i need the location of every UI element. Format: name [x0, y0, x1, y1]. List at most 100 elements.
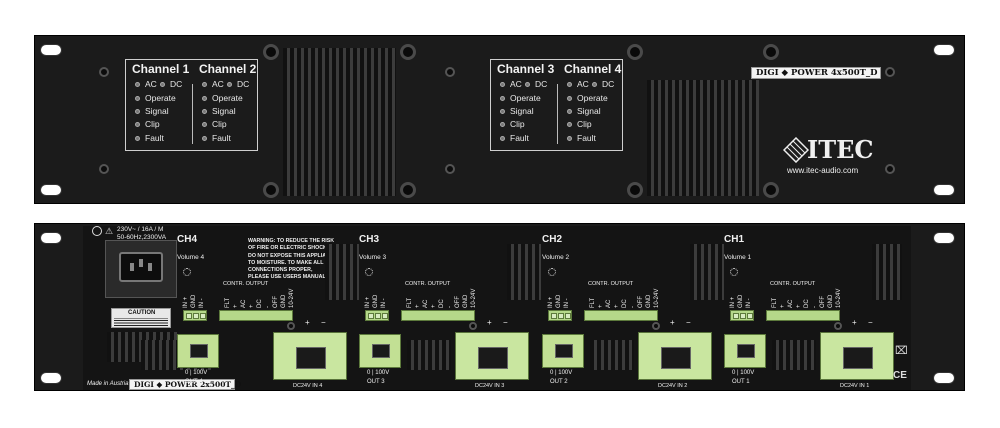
ventilation-grille: [872, 244, 902, 300]
led-icon: [500, 95, 505, 101]
led-indicator-operate: Operate: [202, 93, 243, 103]
channel-title: Channel 3: [497, 62, 555, 76]
control-output-terminal-block[interactable]: [401, 310, 475, 321]
contr-output-label: CONTR. OUTPUT: [405, 281, 451, 287]
ventilation-grille: [507, 244, 541, 300]
led-indicator-signal: Signal: [567, 106, 601, 116]
volume-knob[interactable]: [730, 268, 738, 276]
led-icon: [567, 81, 572, 87]
volume-label: Volume 2: [542, 254, 570, 261]
channel-title: Channel 1: [132, 62, 190, 76]
control-output-terminal-block[interactable]: [219, 310, 293, 321]
terminal-label: DC: [257, 299, 263, 308]
terminal-label: +: [233, 304, 239, 308]
dc-input-terminal[interactable]: [273, 332, 347, 380]
rear-model-nameplate: DIGI ◆ POWER 2x500T_D: [129, 379, 241, 390]
led-indicator-clip: Clip: [202, 119, 227, 129]
front-panel: Channel 1 Channel 2 AC DC Operate Signal…: [34, 35, 965, 204]
led-indicator-signal: Signal: [500, 106, 534, 116]
led-icon: [135, 135, 140, 141]
channel-divider: [192, 84, 193, 144]
rack-mount-slot: [40, 184, 62, 196]
caution-label: CAUTION: [111, 308, 171, 328]
input-terminal-block[interactable]: [183, 310, 207, 321]
led-indicator-signal: Signal: [202, 106, 236, 116]
led-icon: [202, 108, 207, 114]
led-indicator-signal: Signal: [135, 106, 169, 116]
screw-icon: [263, 44, 279, 60]
rack-mount-slot: [40, 232, 62, 244]
terminal-label: GND: [556, 294, 562, 308]
website-url: www.itec-audio.com: [787, 166, 859, 175]
speaker-output-terminal[interactable]: [177, 334, 219, 368]
out-voltage-label: 0 | 100V: [732, 370, 755, 376]
itec-logo: ITEC: [783, 135, 883, 165]
led-indicator-operate: Operate: [500, 93, 541, 103]
led-indicator-fault: Fault: [500, 133, 529, 143]
speaker-output-terminal[interactable]: [359, 334, 401, 368]
terminal-label: OFF: [273, 296, 279, 308]
volume-knob[interactable]: [183, 268, 191, 276]
channel-title: Channel 2: [199, 62, 257, 76]
terminal-label: IN +: [183, 296, 189, 308]
dc-plus-label: +: [487, 318, 492, 327]
brand-name: ITEC: [807, 135, 874, 164]
control-output-terminal-block[interactable]: [584, 310, 658, 321]
terminal-label: GND: [191, 294, 197, 308]
ce-mark-icon: CE: [893, 370, 907, 381]
channel-module-ch2: CH2 Volume 2 CONTR. OUTPUT 0 | 100V OUT …: [542, 232, 724, 390]
speaker-output-terminal[interactable]: [542, 334, 584, 368]
led-icon: [202, 121, 207, 127]
input-terminal-block[interactable]: [730, 310, 754, 321]
led-icon: [567, 108, 572, 114]
led-icon: [567, 121, 572, 127]
terminal-label: AC: [241, 299, 247, 308]
rack-mount-slot: [933, 184, 955, 196]
terminal-label: AC: [788, 299, 794, 308]
volume-knob[interactable]: [548, 268, 556, 276]
terminal-label: -: [447, 306, 453, 308]
dc-input-terminal[interactable]: [820, 332, 894, 380]
dc-minus-label: −: [503, 318, 508, 327]
terminal-label: GND: [281, 294, 287, 308]
out-voltage-label: 0 | 100V: [185, 370, 208, 376]
caution-title: CAUTION: [128, 310, 156, 316]
power-spec-line-2: 50-60Hz,2300VA: [117, 234, 167, 241]
dc-plus-label: +: [670, 318, 675, 327]
dc-input-terminal[interactable]: [455, 332, 529, 380]
terminal-label: 10-24V: [836, 288, 842, 308]
screw-icon: [885, 164, 895, 174]
speaker-output-terminal[interactable]: [724, 334, 766, 368]
terminal-label: +: [598, 304, 604, 308]
terminal-label: IN -: [564, 298, 570, 308]
screw-icon: [885, 67, 895, 77]
socket-pin: [148, 263, 152, 271]
rack-mount-slot: [933, 372, 955, 384]
rack-mount-slot: [933, 44, 955, 56]
led-icon: [202, 135, 207, 141]
led-indicator-fault: Fault: [135, 133, 164, 143]
terminal-label: AC: [423, 299, 429, 308]
terminal-label: DC: [622, 299, 628, 308]
led-icon: [500, 108, 505, 114]
channel-status-box-left: Channel 1 Channel 2 AC DC Operate Signal…: [125, 59, 258, 151]
channel-label: CH2: [542, 234, 563, 245]
led-indicator-dc: DC: [227, 79, 249, 89]
input-terminal-block[interactable]: [548, 310, 572, 321]
input-terminal-block[interactable]: [365, 310, 389, 321]
led-indicator-clip: Clip: [567, 119, 592, 129]
channel-label: CH4: [177, 234, 198, 245]
dc-input-terminal[interactable]: [638, 332, 712, 380]
led-icon: [135, 121, 140, 127]
control-output-terminal-block[interactable]: [766, 310, 840, 321]
terminal-label: FLT: [225, 297, 231, 308]
terminal-label: FLT: [772, 297, 778, 308]
channel-status-box-right: Channel 3 Channel 4 AC DC Operate Signal…: [490, 59, 623, 151]
out-label: OUT 3: [367, 379, 385, 385]
terminal-label: GND: [463, 294, 469, 308]
volume-knob[interactable]: [365, 268, 373, 276]
made-in-label: Made in Austria: [87, 381, 129, 387]
terminal-label: DC: [439, 299, 445, 308]
warning-triangle-icon: ⚠: [105, 226, 114, 236]
led-icon: [500, 121, 505, 127]
